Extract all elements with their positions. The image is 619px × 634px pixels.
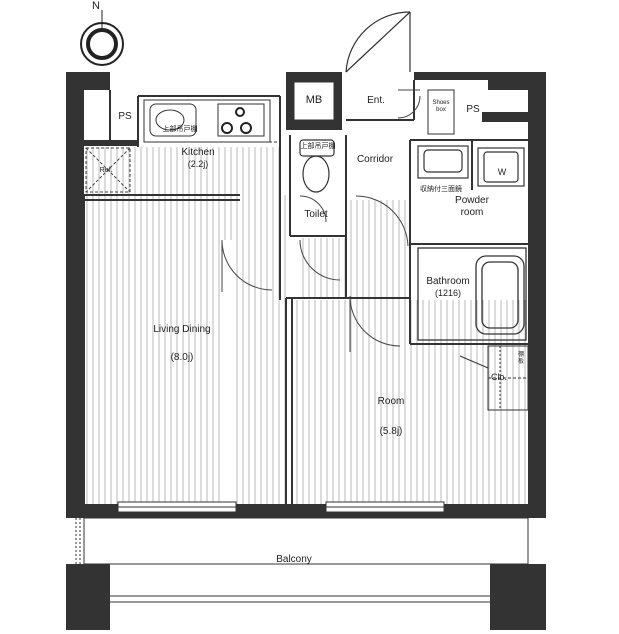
- living-dining-label: Living Dining: [153, 324, 211, 335]
- bathtub-icon: [417, 247, 527, 341]
- stove-burner-icon: [221, 107, 252, 134]
- shoes-box: [427, 89, 455, 135]
- powder-room-label: Powder room: [455, 195, 489, 218]
- mb-box: [293, 81, 335, 121]
- clo-label: Clo.: [490, 372, 508, 382]
- ref-label: Ref.: [99, 167, 113, 174]
- floor-hatching: [84, 147, 528, 505]
- closet: [459, 345, 529, 411]
- living-dining-size-label: (8.0j): [170, 352, 194, 363]
- ps-left-label: PS: [118, 111, 132, 122]
- compass-icon: [80, 10, 124, 66]
- refrigerator-icon: [85, 147, 131, 193]
- mb-label: MB: [305, 94, 323, 106]
- windows: [117, 501, 445, 513]
- shelf-label: 棚板: [518, 352, 525, 365]
- upper-cabinet-toilet-label: 上部吊戸棚: [300, 143, 336, 150]
- ps-right-label: PS: [466, 104, 480, 115]
- compass-north-label: N: [92, 0, 100, 12]
- bathroom-label: Bathroom: [426, 276, 470, 287]
- inner-walls: [83, 80, 528, 504]
- shoes-box-label: Shoes box: [432, 100, 450, 113]
- toilet-label: Toilet: [304, 209, 328, 220]
- washbasin-icon: [417, 145, 469, 179]
- upper-cabinet-kitchen-label: 上部吊戸棚: [162, 126, 198, 133]
- washer-label: W: [497, 167, 507, 177]
- washer-icon: [477, 147, 525, 187]
- toilet-fixture-icon: [299, 139, 335, 193]
- room-label: Room: [377, 396, 405, 407]
- corridor-label: Corridor: [356, 154, 394, 165]
- kitchen-counter: [143, 99, 271, 143]
- entrance-door-icon: [345, 11, 411, 73]
- kitchen-label: Kitchen: [181, 147, 215, 158]
- door-swings: [221, 89, 421, 352]
- ent-label: Ent.: [367, 95, 385, 106]
- balcony-area: [75, 517, 529, 603]
- storage-mirror-label: 収納付三面鏡: [420, 186, 462, 193]
- balcony-label: Balcony: [276, 554, 312, 565]
- room-size-label: (5.8j): [379, 426, 403, 437]
- bathroom-size-label: (1216): [434, 288, 462, 298]
- kitchen-size-label: (2.2j): [187, 159, 209, 169]
